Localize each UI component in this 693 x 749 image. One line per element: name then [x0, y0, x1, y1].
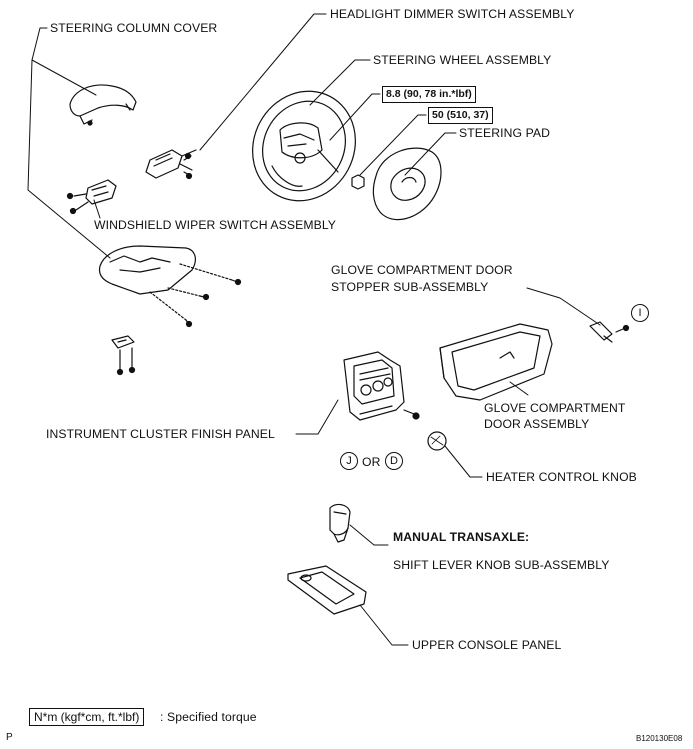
instrument-cluster-finish-panel [343, 351, 420, 421]
steering-wheel [252, 90, 356, 202]
headlight-dimmer-switch [145, 149, 197, 180]
steering-pad [372, 147, 442, 221]
windshield-wiper-switch [66, 179, 117, 215]
label-glove-stopper-line2: STOPPER SUB-ASSEMBLY [331, 280, 489, 294]
legend-torque-text: : Specified torque [160, 710, 257, 724]
shift-lever-knob [329, 503, 351, 543]
label-shift-lever-knob: SHIFT LEVER KNOB SUB-ASSEMBLY [393, 558, 610, 572]
label-steering-column-cover: STEERING COLUMN COVER [50, 21, 218, 35]
small-connector [111, 335, 136, 376]
heater-control-knob [427, 431, 447, 451]
label-glove-stopper-line1: GLOVE COMPARTMENT DOOR [331, 263, 513, 277]
label-manual-transaxle: MANUAL TRANSAXLE: [393, 530, 530, 544]
label-glove-door-line1: GLOVE COMPARTMENT [484, 401, 626, 415]
label-glove-door-line2: DOOR ASSEMBLY [484, 417, 590, 431]
steering-column-cover-upper [69, 84, 137, 126]
footer-page-marker: P [6, 732, 13, 743]
upper-console-panel [287, 565, 367, 615]
glove-compartment-door [439, 323, 553, 401]
footer-figure-code: B120130E08 [636, 734, 683, 743]
label-heater-control-knob: HEATER CONTROL KNOB [486, 470, 637, 484]
leader-lines [27, 13, 601, 646]
marker-i: I [631, 304, 649, 322]
legend-torque-box: N*m (kgf*cm, ft.*lbf) [29, 708, 145, 726]
label-headlight-dimmer-switch: HEADLIGHT DIMMER SWITCH ASSEMBLY [330, 7, 575, 21]
glove-door-stopper [589, 321, 630, 343]
torque-badge-wheel: 8.8 (90, 78 in.*lbf) [382, 86, 476, 103]
torque-badge-pad: 50 (510, 37) [428, 107, 493, 124]
label-steering-pad: STEERING PAD [459, 126, 551, 140]
marker-d: D [385, 452, 403, 470]
label-instrument-cluster-finish-panel: INSTRUMENT CLUSTER FINISH PANEL [46, 427, 275, 441]
steering-column-cover-lower [98, 245, 242, 328]
marker-j: J [340, 452, 358, 470]
label-windshield-wiper-switch: WINDSHIELD WIPER SWITCH ASSEMBLY [94, 218, 337, 232]
label-upper-console-panel: UPPER CONSOLE PANEL [412, 638, 562, 652]
label-steering-wheel: STEERING WHEEL ASSEMBLY [373, 53, 552, 67]
steering-nut [351, 174, 365, 190]
marker-or: OR [362, 455, 381, 469]
